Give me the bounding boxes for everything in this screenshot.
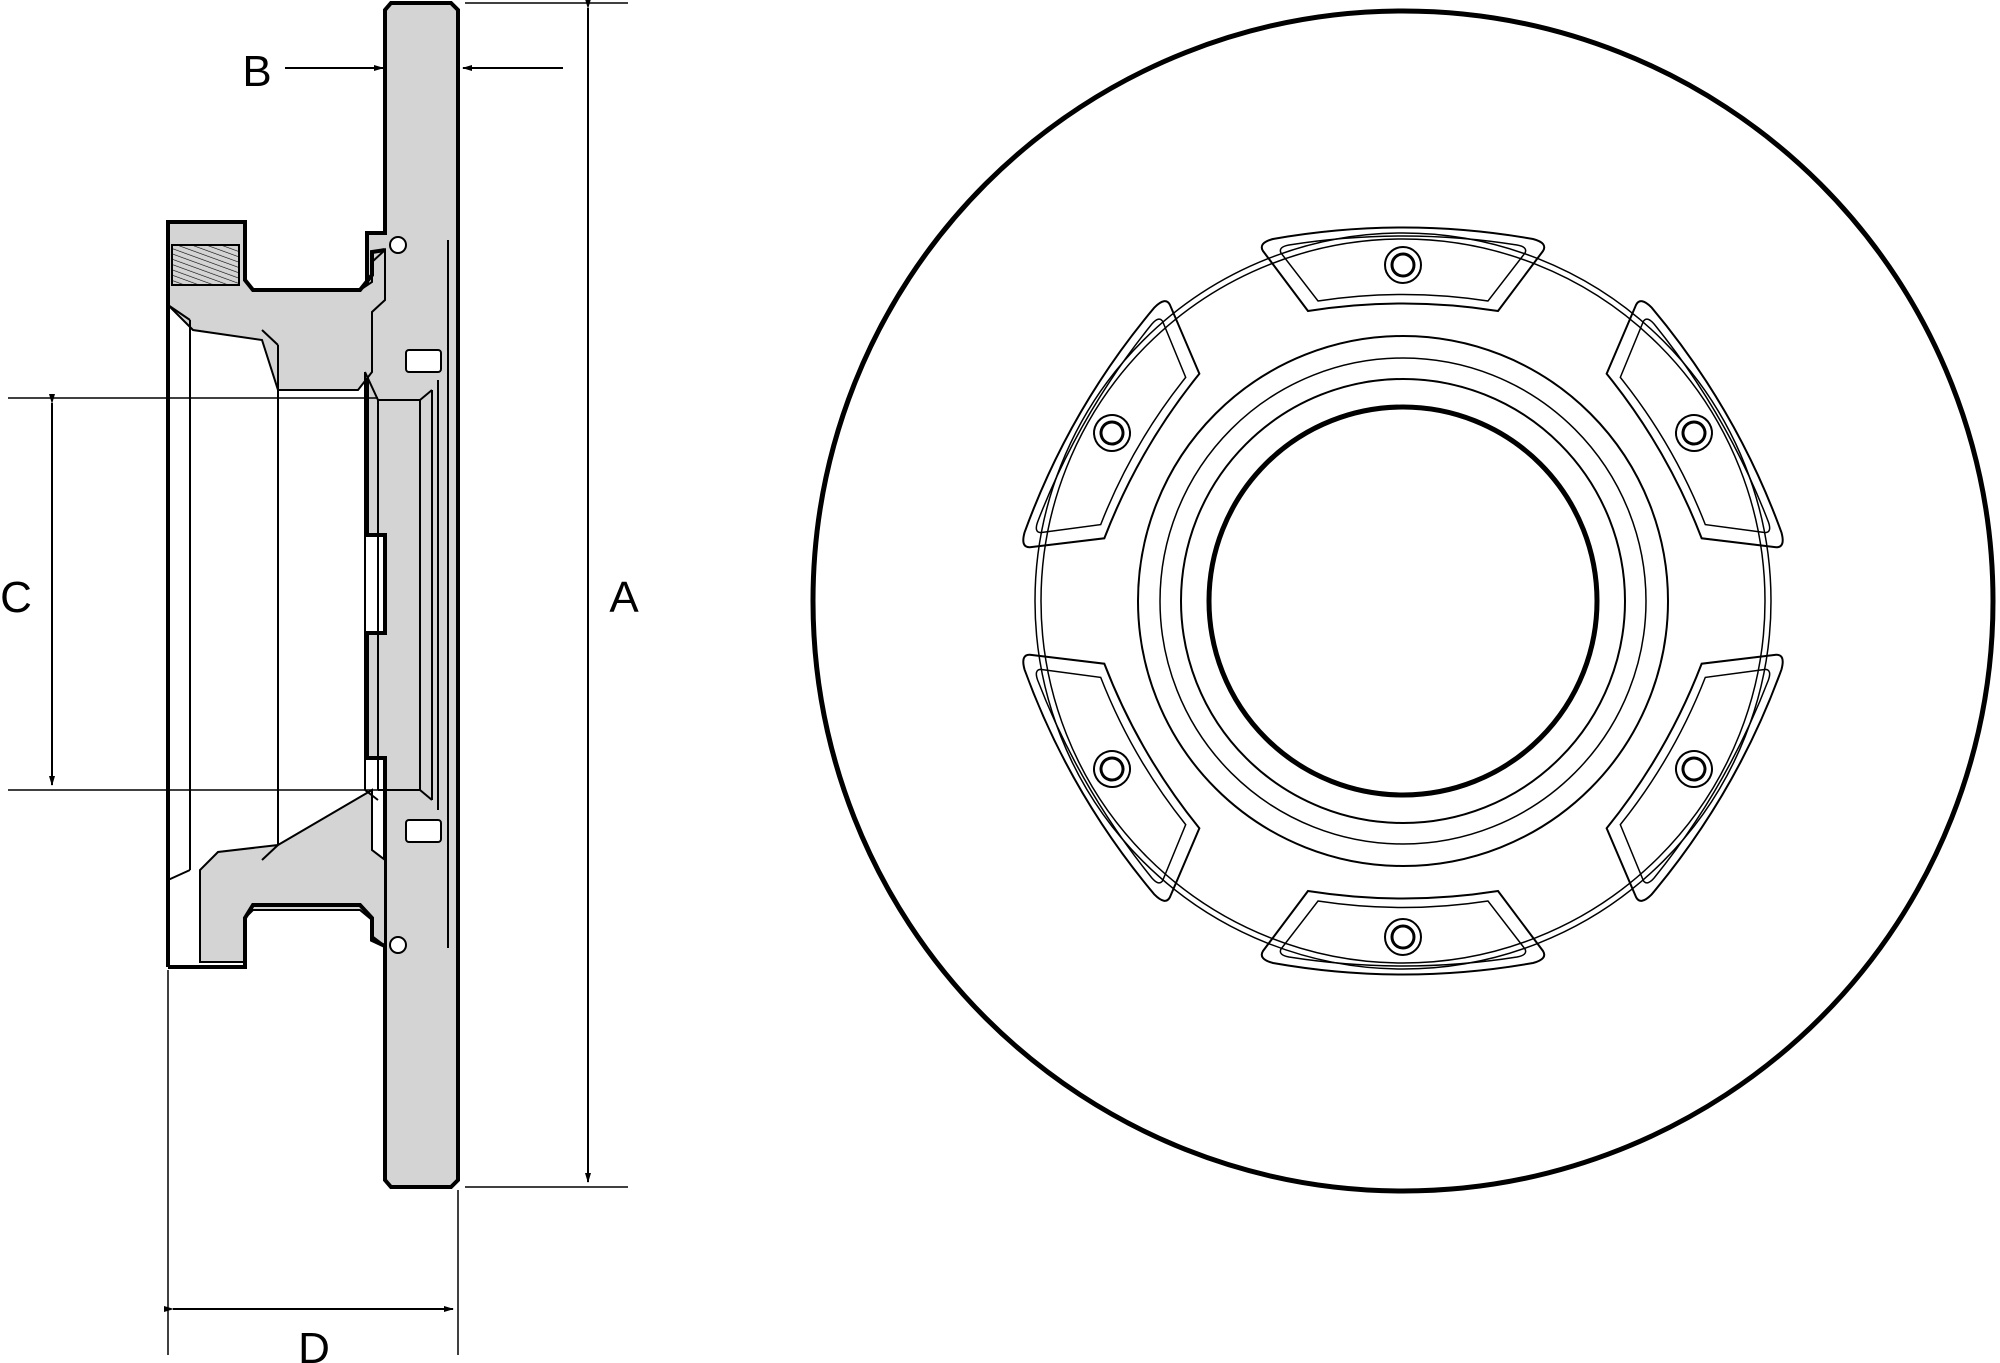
hub-flange-outer bbox=[1138, 336, 1668, 866]
disc-outer-edge bbox=[813, 11, 1993, 1191]
bolt-hole bbox=[1087, 744, 1136, 793]
bolt-hole-inner bbox=[1679, 418, 1709, 448]
bolt-hole-inner bbox=[1097, 418, 1127, 448]
bolt-hole-inner bbox=[1392, 254, 1414, 276]
hub-step bbox=[1181, 379, 1625, 823]
hub-flange-inner bbox=[1160, 358, 1646, 844]
dimension-lines bbox=[8, 3, 628, 1355]
bolt-hole bbox=[1385, 919, 1421, 955]
pocket bbox=[1262, 891, 1545, 975]
bolt-hole bbox=[1385, 247, 1421, 283]
side-section-view bbox=[168, 3, 458, 1187]
bolt-hole-inner bbox=[1679, 754, 1709, 784]
hub-knurl bbox=[172, 245, 239, 285]
pocket bbox=[1262, 228, 1545, 312]
label-a: A bbox=[609, 573, 639, 622]
mounting-pockets bbox=[1009, 228, 1797, 975]
bolt-hole bbox=[1669, 744, 1718, 793]
bolt-hole bbox=[1087, 408, 1136, 457]
bolt-hole-inner bbox=[1097, 754, 1127, 784]
bolt-hole-inner bbox=[1392, 926, 1414, 948]
disc-ring-section bbox=[367, 3, 458, 1187]
hub-lower-section bbox=[200, 790, 385, 962]
label-d: D bbox=[298, 1324, 330, 1363]
bolt-hole bbox=[1669, 408, 1718, 457]
hat-outer-edge bbox=[1035, 233, 1771, 969]
label-c: C bbox=[0, 573, 32, 622]
hat-inner-edge bbox=[1041, 239, 1765, 963]
front-view bbox=[813, 11, 1993, 1191]
label-b: B bbox=[242, 47, 271, 96]
center-bore bbox=[1209, 407, 1597, 795]
